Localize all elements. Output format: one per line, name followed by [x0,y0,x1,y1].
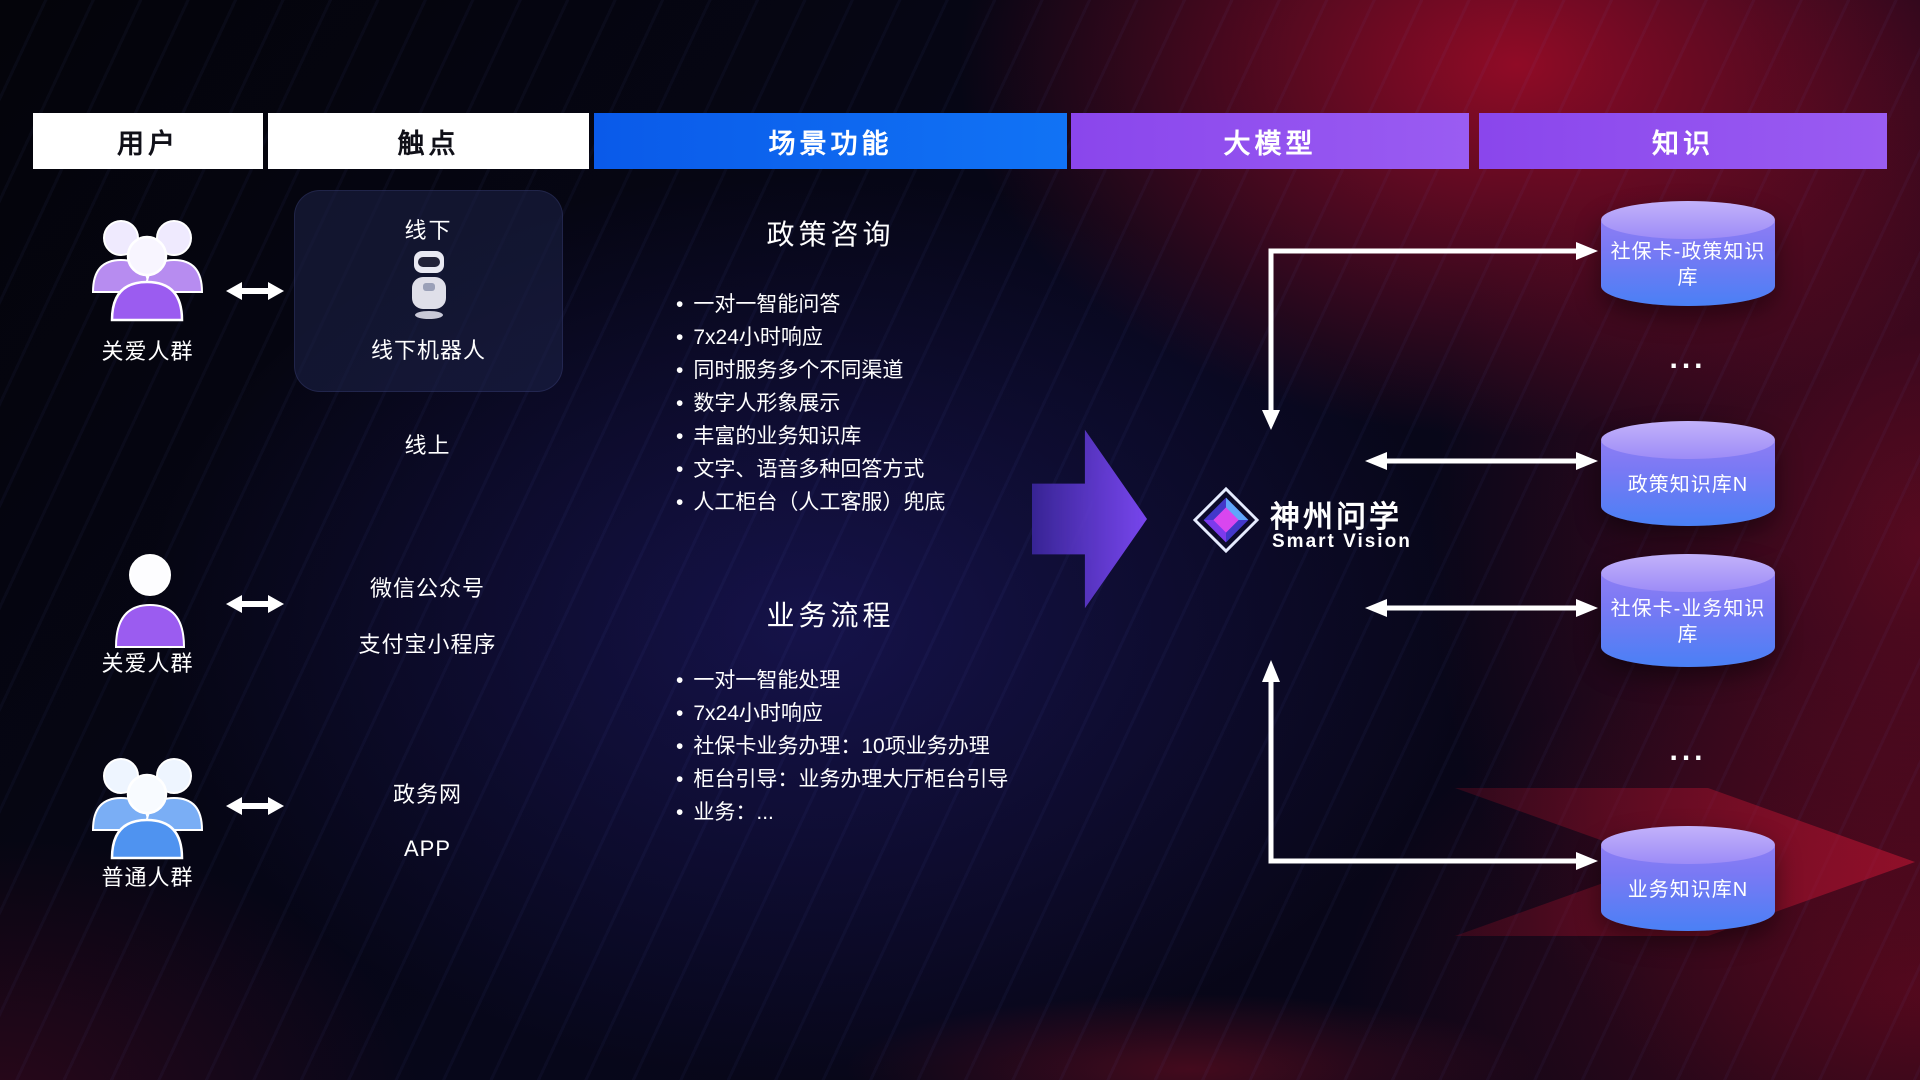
kb-cylinder-policy-n: 政策知识库N [1601,421,1775,526]
bullet-item: 丰富的业务知识库 [676,420,945,453]
user-group-1-label: 关爱人群 [101,339,194,364]
header-knowledge: 知识 [1479,113,1887,169]
kb-ellipsis-2: ... [1669,734,1707,767]
flow-arrow-right [1032,429,1147,609]
bullet-item: 7x24小时响应 [676,321,945,354]
bullet-item: 一对一智能问答 [676,288,945,321]
arrow-user2-touchpoint [226,595,284,613]
online-title: 线上 [404,433,451,458]
bullet-item: 人工柜台（人工客服）兜底 [676,486,945,519]
kb-label: 业务知识库N [1627,879,1749,901]
model-name: 神州问学 [1270,501,1402,534]
cylinder-top [1601,554,1775,592]
arrow-user3-touchpoint [226,797,284,815]
arrow-model-policy-kb [1262,242,1598,430]
bullet-item: 柜台引导：业务办理大厅柜台引导 [676,763,1008,796]
header-scene-functions: 场景功能 [594,113,1067,169]
arrow-model-business-kb-n [1262,660,1598,870]
touchpoint-app: APP [403,836,452,861]
user-group-blue-icon [85,750,210,867]
bullet-item: 业务：... [676,796,1008,829]
offline-title: 线下 [404,218,453,243]
scene-policy-bullets: 一对一智能问答 7x24小时响应 同时服务多个不同渠道 数字人形象展示 丰富的业… [676,288,945,519]
arrow-model-business-kb [1365,599,1598,617]
header-users: 用户 [33,113,263,169]
touchpoint-gov-web: 政务网 [392,782,462,807]
arrow-user1-touchpoint [226,282,284,300]
bullet-item: 一对一智能处理 [676,664,1008,697]
kb-label: 政策知识库N [1627,474,1749,496]
scene-business-title: 业务流程 [766,600,895,631]
user-group-3-label: 普通人群 [101,865,194,890]
bullet-item: 文字、语音多种回答方式 [676,453,945,486]
kb-cylinder-policy-shebao: 社保卡-政策知识库 [1601,201,1775,306]
smart-vision-logo-icon [1192,486,1260,559]
bullet-item: 同时服务多个不同渠道 [676,354,945,387]
kb-label: 社保卡-业务知识库 [1610,598,1766,646]
kb-cylinder-business-n: 业务知识库N [1601,826,1775,931]
touchpoint-alipay: 支付宝小程序 [358,632,497,657]
kb-ellipsis-1: ... [1669,342,1707,375]
robot-icon [406,249,452,328]
touchpoint-wechat: 微信公众号 [369,576,485,601]
model-subtitle: Smart Vision [1272,531,1412,552]
arrow-model-policy-kb-n [1365,452,1598,470]
header-large-model: 大模型 [1071,113,1469,169]
bullet-item: 数字人形象展示 [676,387,945,420]
cylinder-top [1601,201,1775,239]
header-touchpoints: 触点 [268,113,589,169]
user-group-2-label: 关爱人群 [101,651,194,676]
offline-touchpoint-card: 线下 线下机器人 [294,190,563,392]
cylinder-top [1601,826,1775,864]
cylinder-top [1601,421,1775,459]
user-person-purple-icon [112,551,188,656]
scene-business-bullets: 一对一智能处理 7x24小时响应 社保卡业务办理：10项业务办理 柜台引导：业务… [676,664,1008,829]
kb-label: 社保卡-政策知识库 [1610,241,1766,289]
offline-robot-label: 线下机器人 [370,338,486,363]
scene-policy-title: 政策咨询 [766,219,895,250]
kb-cylinder-business-shebao: 社保卡-业务知识库 [1601,554,1775,667]
user-group-purple-icon [85,212,210,329]
bullet-item: 7x24小时响应 [676,697,1008,730]
bullet-item: 社保卡业务办理：10项业务办理 [676,730,1008,763]
